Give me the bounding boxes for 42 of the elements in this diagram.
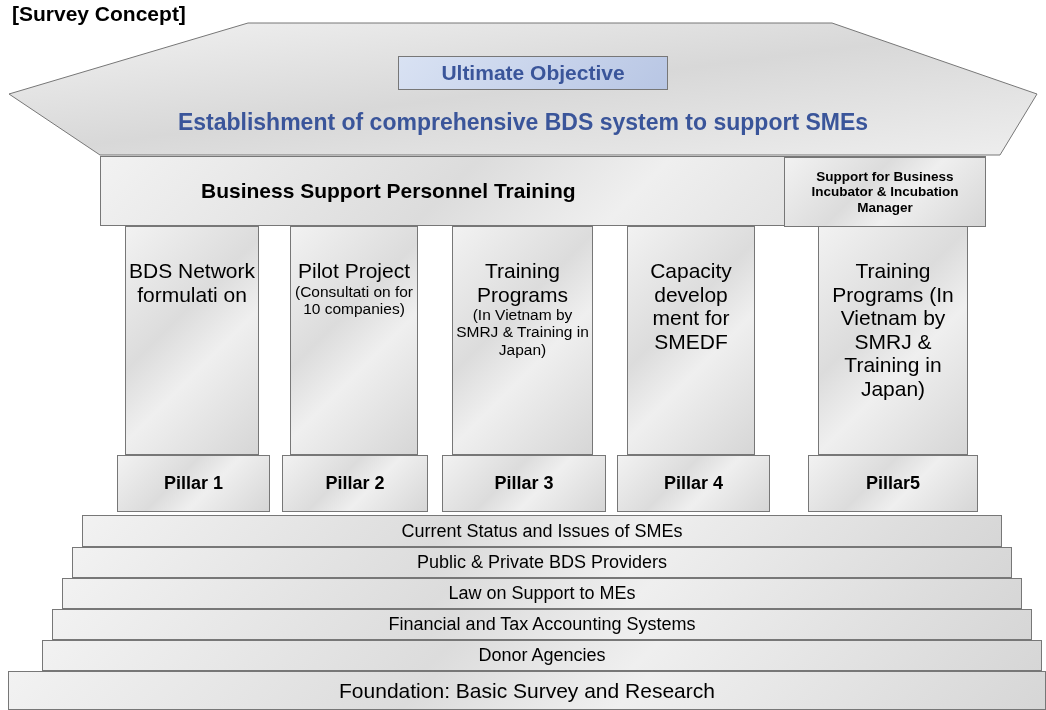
pillar-text: Pilot Project bbox=[297, 259, 410, 283]
step-text: Law on Support to MEs bbox=[448, 583, 636, 604]
step-slab bbox=[52, 609, 1032, 640]
pillar-text: Training Programs (In Vietnam by SMRJ & Training in Japan) bbox=[831, 259, 955, 401]
pillar-base bbox=[808, 455, 978, 512]
roof-text: Establishment of comprehensive BDS system to support SMEs bbox=[177, 110, 869, 136]
step-slab bbox=[62, 578, 1022, 609]
pillar-text: Training Programs bbox=[476, 259, 569, 307]
pillar-label: Pillar 3 bbox=[494, 473, 554, 494]
step-slab bbox=[42, 640, 1042, 671]
pillar-base bbox=[117, 455, 270, 512]
beam-text: Business Support Personnel Training bbox=[201, 179, 576, 203]
pillar-base bbox=[617, 455, 770, 512]
pillar-text: (In Vietnam by SMRJ & Training in Japan) bbox=[455, 306, 590, 359]
title: [Survey Concept] bbox=[12, 2, 186, 26]
pillar-text: BDS Network formulati on bbox=[128, 259, 256, 307]
foundation-text: Foundation: Basic Survey and Research bbox=[339, 678, 715, 703]
pillar-base bbox=[442, 455, 606, 512]
pillar-column bbox=[290, 226, 418, 455]
pillar-label: Pillar5 bbox=[865, 473, 920, 494]
pillar-label: Pillar 2 bbox=[325, 473, 385, 494]
step-text: Donor Agencies bbox=[478, 645, 606, 666]
pillar-text: (Consultati on for 10 companies) bbox=[294, 282, 414, 318]
pillar-base bbox=[282, 455, 428, 512]
pillar-column bbox=[125, 226, 259, 455]
beam-text: Support for Business Incubator & Incubation Manager bbox=[810, 169, 960, 215]
pillar-column bbox=[818, 226, 968, 455]
incubator-box bbox=[784, 157, 986, 227]
pillar-column bbox=[452, 226, 593, 455]
pillar-text: Capacity develop ment for SMEDF bbox=[649, 259, 733, 354]
pillar-label: Pillar 1 bbox=[163, 473, 223, 494]
beam-box bbox=[100, 156, 986, 226]
foundation-slab bbox=[8, 671, 1046, 710]
step-text: Current Status and Issues of SMEs bbox=[401, 520, 683, 542]
objective-heading: Ultimate Objective bbox=[441, 61, 625, 85]
step-slab bbox=[82, 515, 1002, 547]
objective-box bbox=[398, 56, 668, 90]
pillar-column bbox=[627, 226, 755, 455]
step-text: Public & Private BDS Providers bbox=[416, 552, 668, 573]
step-text: Financial and Tax Accounting Systems bbox=[388, 614, 696, 635]
pillar-label: Pillar 4 bbox=[663, 473, 723, 494]
step-slab bbox=[72, 547, 1012, 578]
